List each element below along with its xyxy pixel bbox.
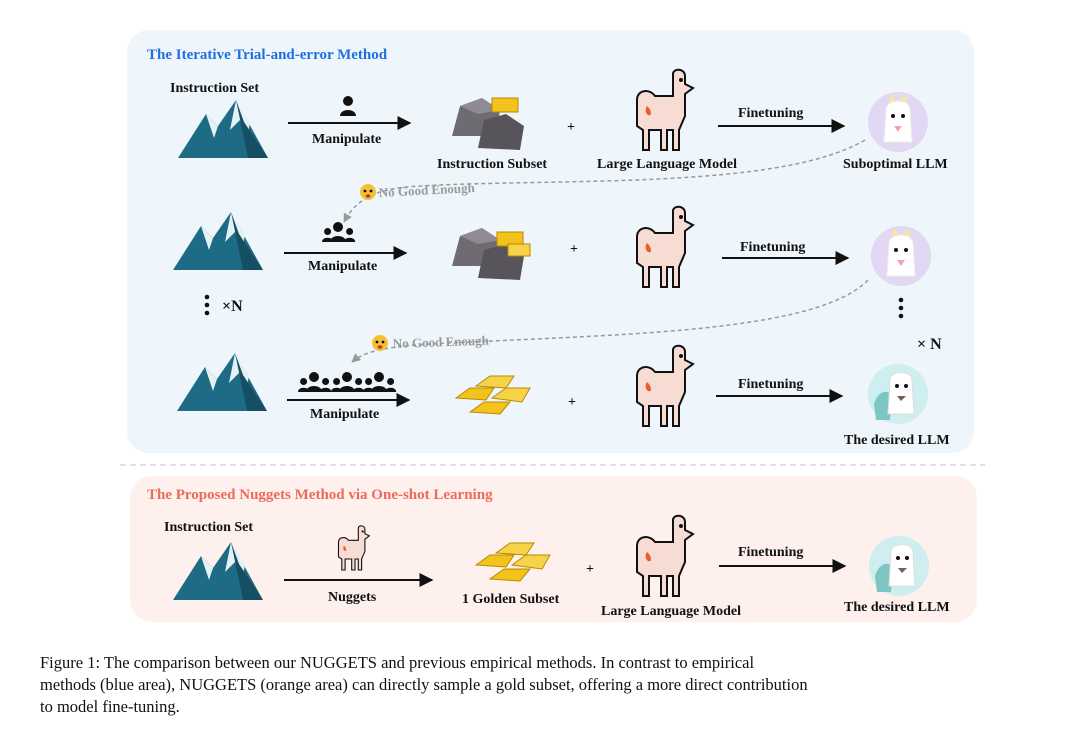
figure-diagram: The Iterative Trial-and-error Method Ins…: [120, 30, 985, 622]
manipulate-label: Manipulate: [312, 132, 381, 147]
bottom-panel-background: [130, 476, 977, 622]
caption-line-3: to model fine-tuning.: [40, 697, 180, 716]
finetuning-label: Finetuning: [740, 240, 805, 255]
bottom-panel-title: The Proposed Nuggets Method via One-shot…: [147, 487, 493, 503]
finetuning-label: Finetuning: [738, 106, 803, 121]
plus-sign: +: [568, 395, 576, 410]
caption-line-1: Figure 1: The comparison between our NUG…: [40, 653, 755, 672]
suboptimal-alpaca-icon: [870, 225, 932, 287]
no-good-enough-label: No Good Enough: [393, 333, 490, 351]
suboptimal-alpaca-icon: [867, 91, 929, 153]
llm-label: Large Language Model: [601, 604, 741, 619]
desired-alpaca-icon: [867, 363, 929, 425]
instruction-set-label: Instruction Set: [164, 520, 253, 535]
top-panel-title: The Iterative Trial-and-error Method: [147, 47, 388, 63]
top-panel-background: [127, 30, 974, 453]
shocked-emoji-icon: [360, 184, 376, 200]
figure-caption: Figure 1: The comparison between our NUG…: [40, 652, 1040, 718]
desired-llm-label: The desired LLM: [844, 433, 950, 448]
desired-llm-label: The desired LLM: [844, 600, 950, 615]
plus-sign: +: [567, 120, 575, 135]
repeat-count-right: × N: [917, 336, 942, 353]
vertical-dots-icon: [898, 297, 904, 319]
gold-bar-icon: [491, 97, 519, 113]
llm-label: Large Language Model: [597, 157, 737, 172]
instruction-subset-label: Instruction Subset: [437, 157, 547, 172]
no-good-enough-label: No Good Enough: [378, 180, 476, 200]
shocked-emoji-icon: [372, 335, 388, 351]
desired-alpaca-icon: [868, 535, 930, 597]
finetuning-label: Finetuning: [738, 545, 803, 560]
manipulate-label: Manipulate: [308, 259, 377, 274]
plus-sign: +: [570, 242, 578, 257]
gold-bar-icon: [507, 243, 531, 257]
golden-subset-label: 1 Golden Subset: [462, 592, 560, 607]
nuggets-label: Nuggets: [328, 590, 377, 605]
feedback-curve-2: [351, 279, 869, 363]
repeat-count-left: ×N: [222, 298, 243, 315]
manipulate-label: Manipulate: [310, 407, 379, 422]
vertical-dots-icon: [204, 294, 210, 316]
finetuning-label: Finetuning: [738, 377, 803, 392]
suboptimal-llm-label: Suboptimal LLM: [843, 157, 948, 172]
plus-sign: +: [586, 562, 594, 577]
instruction-set-label: Instruction Set: [170, 81, 259, 96]
caption-line-2: methods (blue area), NUGGETS (orange are…: [40, 675, 808, 694]
